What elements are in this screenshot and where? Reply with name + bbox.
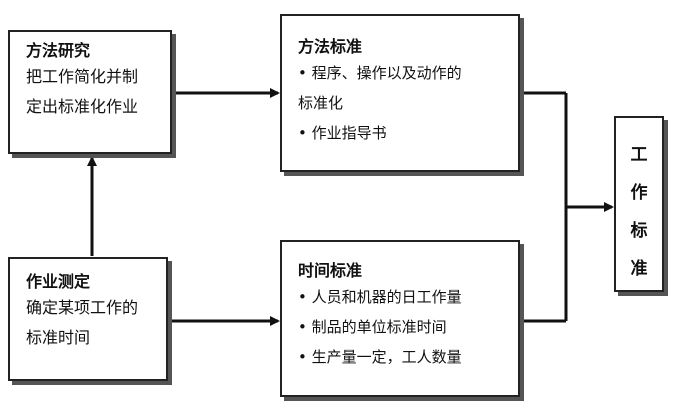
work-measurement-line-2: 标准时间 xyxy=(26,328,91,347)
method-study-box: 方法研究 把工作简化并制 定出标准化作业 xyxy=(8,30,172,154)
time-standard-title: 时间标准 xyxy=(298,261,363,280)
method-study-title: 方法研究 xyxy=(26,41,91,60)
method-standard-title: 方法标准 xyxy=(298,37,363,56)
work-measurement-title: 作业测定 xyxy=(26,272,91,291)
time-standard-box: 时间标准 • 人员和机器的日工作量 • 制品的单位标准时间 • 生产量一定，工人… xyxy=(280,240,520,397)
work-standard-char-4: 准 xyxy=(630,259,648,279)
work-standard-char-2: 作 xyxy=(630,183,648,203)
time-standard-item-2: • 制品的单位标准时间 xyxy=(298,318,447,336)
work-measurement-line-1: 确定某项工作的 xyxy=(26,298,139,317)
method-study-line-1: 把工作简化并制 xyxy=(26,67,139,86)
method-study-line-2: 定出标准化作业 xyxy=(26,97,139,116)
work-standard-char-1: 工 xyxy=(630,145,648,165)
method-standard-item-1: • 程序、操作以及动作的 xyxy=(298,64,462,82)
work-standard-char-3: 标 xyxy=(630,221,648,241)
work-standard-box: 工 作 标 准 xyxy=(614,116,664,292)
time-standard-item-1: • 人员和机器的日工作量 xyxy=(298,288,462,306)
time-standard-item-3: • 生产量一定，工人数量 xyxy=(298,348,462,366)
method-standard-box: 方法标准 • 程序、操作以及动作的 标准化 • 作业指导书 xyxy=(280,14,520,172)
work-measurement-box: 作业测定 确定某项工作的 标准时间 xyxy=(8,257,168,381)
method-standard-item-2: • 作业指导书 xyxy=(298,124,387,142)
method-standard-item-1-cont: 标准化 xyxy=(298,94,344,112)
